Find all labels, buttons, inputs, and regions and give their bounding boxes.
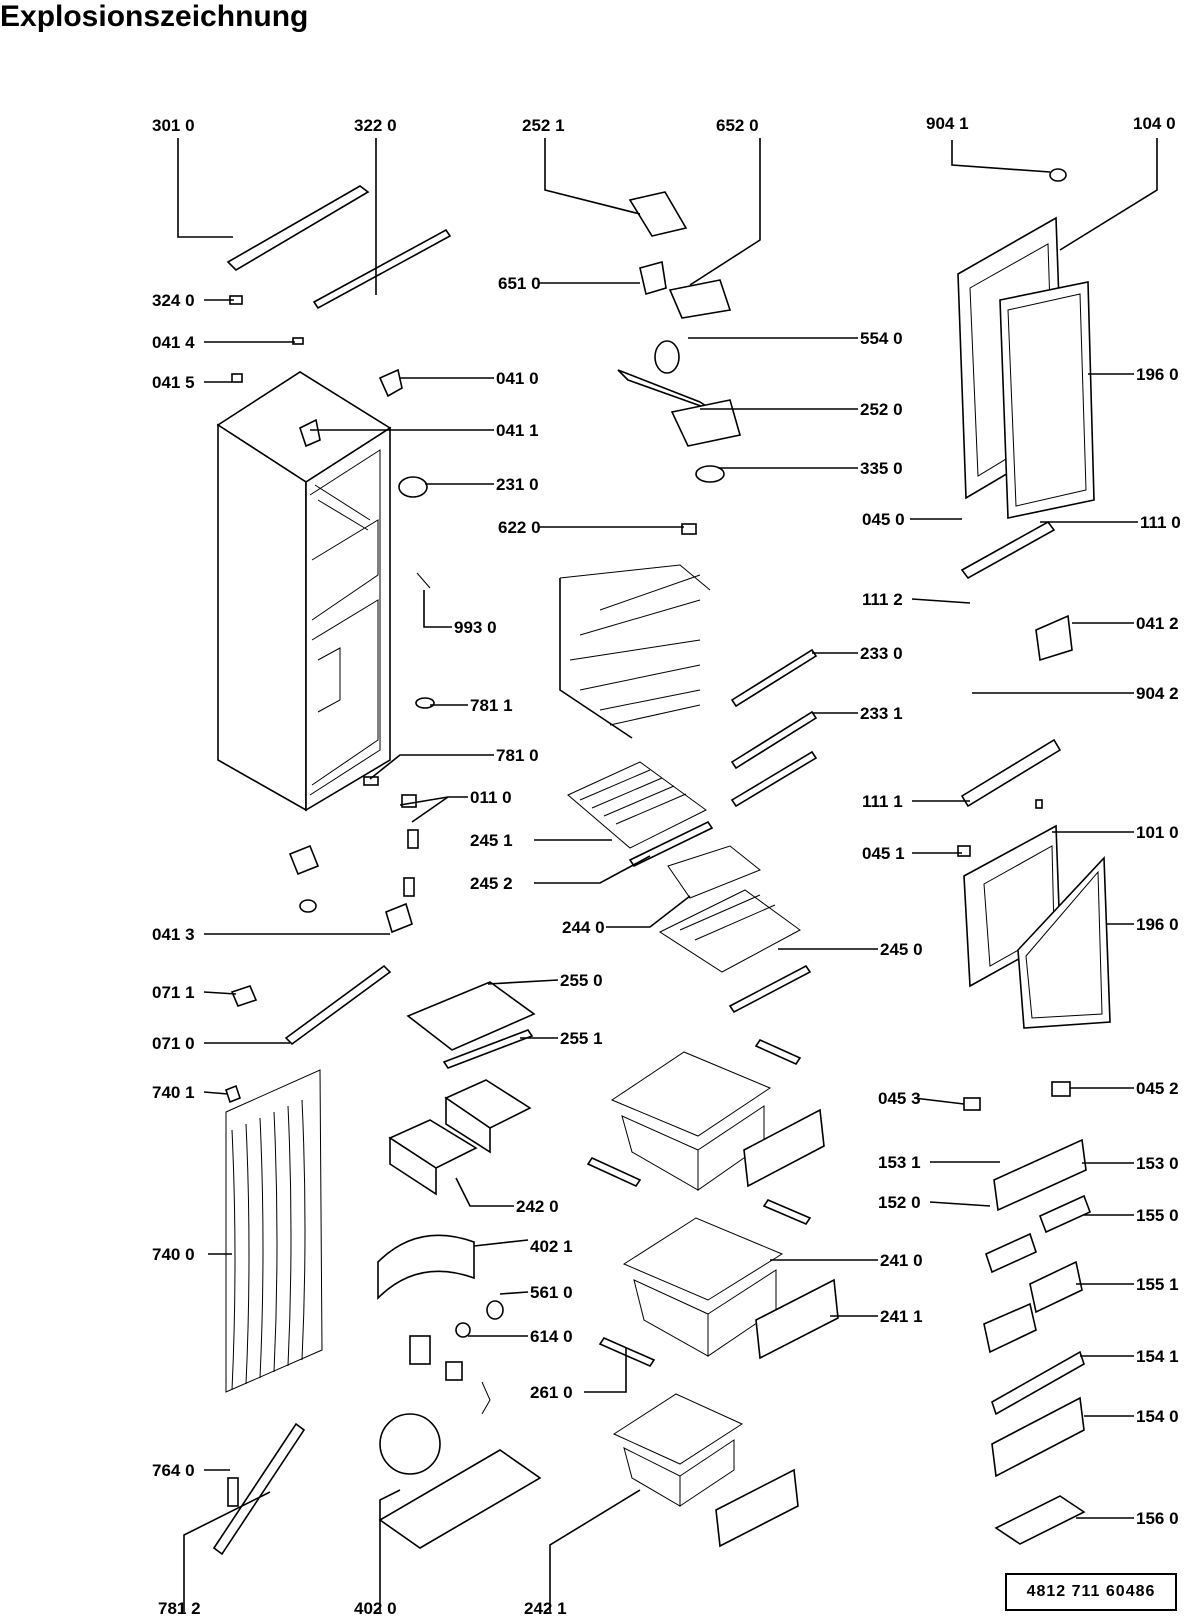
- basket-fronts: [715, 1108, 839, 1548]
- part-label-3240: 324 0: [152, 291, 195, 310]
- part-label-7640: 764 0: [152, 1461, 195, 1480]
- crisper-drawers: [388, 1079, 532, 1196]
- part-label-5540: 554 0: [860, 329, 903, 348]
- part-label-1541: 154 1: [1136, 1347, 1179, 1366]
- part-label-4020: 402 0: [354, 1599, 397, 1618]
- misc-small-parts: [212, 794, 1043, 1556]
- part-label-0414: 041 4: [152, 333, 195, 352]
- part-label-2310: 231 0: [496, 475, 539, 494]
- part-label-7812: 781 2: [158, 1599, 201, 1618]
- part-label-2420: 242 0: [516, 1197, 559, 1216]
- part-label-2451: 245 1: [470, 831, 513, 850]
- compressor-parts: [377, 1234, 542, 1549]
- evaporator-rack: [559, 564, 711, 739]
- part-label-2330: 233 0: [860, 644, 903, 663]
- part-label-0110: 011 0: [470, 788, 512, 807]
- part-label-2452: 245 2: [470, 874, 513, 893]
- part-label-6140: 614 0: [530, 1327, 573, 1346]
- shelf-bars: [730, 648, 818, 808]
- part-label-4021: 402 1: [530, 1237, 573, 1256]
- part-label-2331: 233 1: [860, 704, 903, 723]
- part-label-2550: 255 0: [560, 971, 603, 990]
- glass-shelf: [406, 981, 536, 1069]
- part-label-1530: 153 0: [1136, 1154, 1179, 1173]
- side-trims: [230, 964, 392, 1046]
- part-label-1040: 104 0: [1133, 114, 1176, 133]
- part-label-2610: 261 0: [530, 1383, 573, 1402]
- part-label-5610: 561 0: [530, 1283, 573, 1302]
- part-label-0452: 045 2: [1136, 1079, 1179, 1098]
- part-label-0410: 041 0: [496, 369, 539, 388]
- part-label-2411: 241 1: [880, 1307, 923, 1326]
- top-trim: [226, 185, 452, 310]
- part-label-2520: 252 0: [860, 400, 903, 419]
- part-label-0451: 045 1: [862, 844, 905, 863]
- document-number: 4812 711 60486: [1026, 1583, 1156, 1600]
- cabinet: [216, 371, 392, 812]
- condenser: [225, 1069, 323, 1393]
- part-label-6520: 652 0: [716, 116, 759, 135]
- part-label-1550: 155 0: [1136, 1206, 1179, 1225]
- part-label-6510: 651 0: [498, 274, 541, 293]
- part-label-1531: 153 1: [878, 1153, 921, 1172]
- part-label-0415: 041 5: [152, 373, 195, 392]
- part-label-0711: 071 1: [152, 983, 195, 1002]
- part-label-1551: 155 1: [1136, 1275, 1179, 1294]
- freezer-baskets: [610, 1051, 784, 1507]
- part-label-7401: 740 1: [152, 1083, 195, 1102]
- part-label-9042: 904 2: [1136, 684, 1179, 703]
- page-title: Explosionszeichnung: [0, 0, 309, 33]
- part-label-2551: 255 1: [560, 1029, 603, 1048]
- leader-lines: [177, 138, 1158, 1612]
- part-label-7400: 740 0: [152, 1245, 195, 1264]
- part-label-2450: 245 0: [880, 940, 923, 959]
- control-parts: [617, 191, 742, 535]
- part-label-2440: 244 0: [562, 918, 605, 937]
- part-label-3220: 322 0: [354, 116, 397, 135]
- wire-shelves: [567, 761, 812, 1014]
- part-label-0450: 045 0: [862, 510, 905, 529]
- door-trim-bars: [960, 520, 1073, 808]
- part-labels: 301 0 322 0 252 1 652 0 904 1 104 0 324 …: [152, 114, 1181, 1618]
- part-label-0453: 045 3: [878, 1089, 921, 1108]
- part-label-0411: 041 1: [496, 421, 539, 440]
- part-label-2410: 241 0: [880, 1251, 923, 1270]
- part-label-1010: 101 0: [1136, 823, 1179, 842]
- freezer-door: [957, 824, 1111, 1029]
- part-label-3010: 301 0: [152, 116, 195, 135]
- part-label-2421: 242 1: [524, 1599, 567, 1618]
- part-label-1560: 156 0: [1136, 1509, 1179, 1528]
- fridge-door: [957, 168, 1095, 519]
- part-label-9930: 993 0: [454, 618, 497, 637]
- part-label-1960-bottom: 196 0: [1136, 915, 1179, 934]
- part-label-1520: 152 0: [878, 1193, 921, 1212]
- spacer-strips: [586, 1038, 812, 1368]
- part-label-0412: 041 2: [1136, 614, 1179, 633]
- part-label-9041: 904 1: [926, 114, 969, 133]
- part-label-1111: 111 1: [862, 792, 903, 811]
- part-label-1110: 111 0: [1140, 513, 1181, 532]
- part-label-2521: 252 1: [522, 116, 565, 135]
- part-label-0710: 071 0: [152, 1034, 195, 1053]
- part-label-6220: 622 0: [498, 518, 541, 537]
- part-label-3350: 335 0: [860, 459, 903, 478]
- document-number-box: 4812 711 60486: [1005, 1573, 1177, 1611]
- part-label-1540: 154 0: [1136, 1407, 1179, 1426]
- door-accessories: [963, 1081, 1092, 1545]
- part-label-1112: 111 2: [862, 590, 903, 609]
- part-label-1960-top: 196 0: [1136, 365, 1179, 384]
- part-label-0413: 041 3: [152, 925, 195, 944]
- part-label-7811: 781 1: [470, 696, 513, 715]
- part-label-7810: 781 0: [496, 746, 539, 765]
